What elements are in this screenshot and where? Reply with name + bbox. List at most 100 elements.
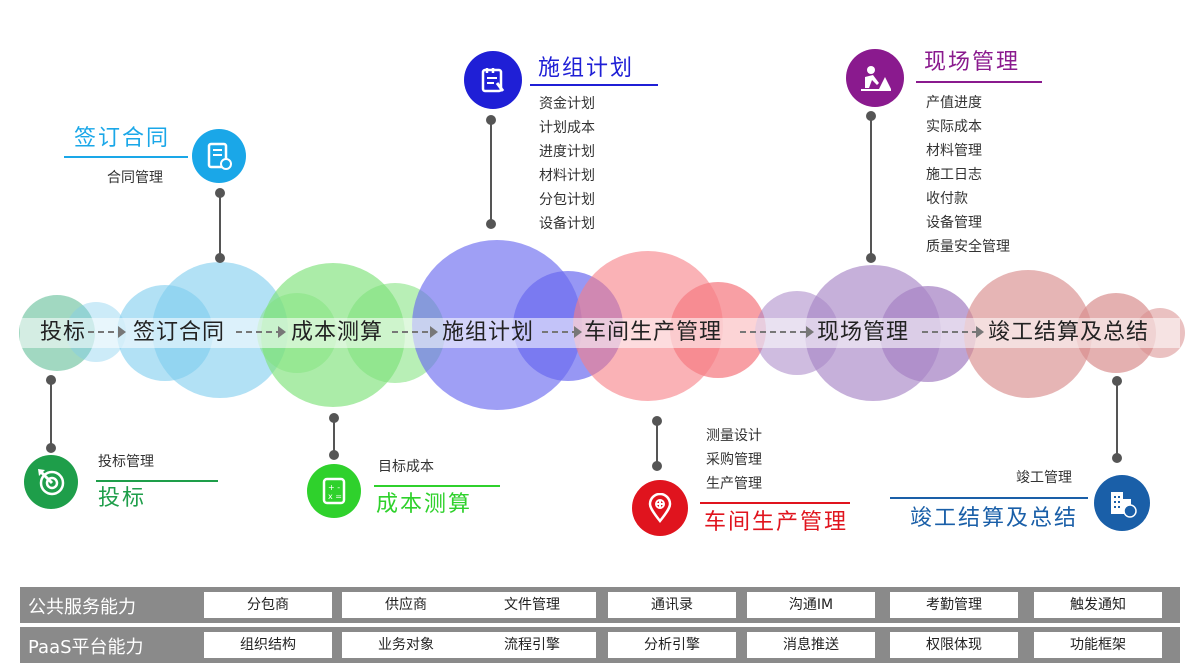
cost-title: 成本测算: [376, 492, 473, 517]
timeline-label-bid: 投标: [40, 320, 87, 345]
public-service-title: 公共服务能力: [28, 597, 136, 618]
workshop-item-list: 测量设计采购管理生产管理: [706, 424, 762, 496]
service-item-box: 分析引擎: [608, 632, 736, 658]
service-item-box: 通讯录: [608, 592, 736, 618]
connector-dot: [215, 253, 225, 263]
bid-icon-circle: [24, 455, 78, 509]
sub-item: 设备管理: [926, 215, 982, 231]
paas-platform-title: PaaS平台能力: [28, 637, 144, 658]
connector-dot: [486, 219, 496, 229]
timeline-label-cost: 成本测算: [291, 320, 384, 345]
arrow-3: [392, 324, 438, 340]
plan-icon: [481, 68, 505, 93]
service-item-box: 权限体现: [890, 632, 1018, 658]
public-service-row: 公共服务能力 分包商供应商文件管理通讯录沟通IM 考勤管理触发通知: [20, 587, 1180, 623]
service-item-box: 功能框架: [1034, 632, 1162, 658]
timeline-band-bg: [20, 318, 1180, 348]
connector-dot: [46, 443, 56, 453]
calculator-icon: + - x =: [322, 477, 346, 505]
arrow-2: [236, 324, 286, 340]
timeline-label-workshop: 车间生产管理: [584, 320, 723, 345]
connector-dot: [1112, 453, 1122, 463]
service-item-box: 供应商: [342, 592, 470, 618]
sub-item: 资金计划: [539, 96, 595, 112]
cost-icon-circle: + - x =: [307, 464, 361, 518]
sub-item: 产值进度: [926, 95, 982, 111]
plan-icon-circle: [464, 51, 522, 109]
sub-item: 设备计划: [539, 216, 595, 232]
plan-underline: [530, 84, 658, 86]
connector-dot: [329, 413, 339, 423]
sub-item: 采购管理: [706, 452, 762, 468]
bid-title: 投标: [98, 486, 147, 511]
worker-icon: [861, 66, 891, 91]
connector-dot: [486, 115, 496, 125]
connector-dot: [652, 416, 662, 426]
bid-item: 投标管理: [98, 454, 154, 470]
plan-title: 施组计划: [538, 56, 635, 81]
sub-item: 材料管理: [926, 143, 982, 159]
service-item-box: 组织结构: [204, 632, 332, 658]
completion-item: 竣工管理: [1016, 470, 1072, 486]
building-icon: [1111, 492, 1137, 518]
sub-item: 实际成本: [926, 119, 982, 135]
connector-dot: [46, 375, 56, 385]
service-item-box: 沟通IM: [747, 592, 875, 618]
svg-text:+ -: + -: [328, 483, 340, 492]
timeline-label-contract: 签订合同: [133, 320, 226, 345]
arrow-1: [88, 324, 126, 340]
service-item-box: 分包商: [204, 592, 332, 618]
location-icon: [648, 493, 672, 523]
target-icon: [38, 469, 65, 496]
contract-item: 合同管理: [107, 170, 163, 186]
sub-item: 收付款: [926, 191, 968, 207]
bid-underline: [96, 480, 218, 482]
workshop-underline: [700, 502, 850, 504]
connector-dot: [866, 111, 876, 121]
service-item-box: 业务对象: [342, 632, 470, 658]
cost-underline: [374, 485, 500, 487]
sub-item: 计划成本: [539, 120, 595, 136]
workshop-title: 车间生产管理: [704, 510, 849, 535]
service-item-box: 文件管理: [468, 592, 596, 618]
arrow-4: [542, 324, 582, 340]
arrow-5: [740, 324, 814, 340]
arrow-6: [922, 324, 984, 340]
contract-icon-circle: [192, 129, 246, 183]
paas-platform-row: PaaS平台能力 组织结构业务对象流程引擎分析引擎消息推送权限体现功能框架: [20, 627, 1180, 663]
completion-icon-circle: [1094, 475, 1150, 531]
sub-item: 进度计划: [539, 144, 595, 160]
service-item-box: 流程引擎: [468, 632, 596, 658]
connector-dot: [652, 461, 662, 471]
sub-item: 测量设计: [706, 428, 762, 444]
sub-item: 质量安全管理: [926, 239, 1010, 255]
connector-dot: [329, 450, 339, 460]
contract-underline: [64, 156, 188, 158]
service-item-box: 触发通知: [1034, 592, 1162, 618]
connector-dot: [866, 253, 876, 263]
sub-item: 分包计划: [539, 192, 595, 208]
contract-icon: [207, 142, 232, 170]
site-icon-circle: [846, 49, 904, 107]
sub-item: 施工日志: [926, 167, 982, 183]
timeline-label-site: 现场管理: [817, 320, 910, 345]
cost-item: 目标成本: [378, 459, 434, 475]
completion-title: 竣工结算及总结: [910, 506, 1079, 531]
sub-item: 生产管理: [706, 476, 762, 492]
connector-dot: [215, 188, 225, 198]
site-item-list: 产值进度实际成本材料管理施工日志收付款设备管理质量安全管理: [926, 91, 1010, 259]
service-item-box: 考勤管理: [890, 592, 1018, 618]
sub-item: 材料计划: [539, 168, 595, 184]
site-title: 现场管理: [924, 50, 1021, 75]
site-underline: [916, 81, 1042, 83]
contract-title: 签订合同: [74, 126, 171, 151]
workshop-icon-circle: [632, 480, 688, 536]
svg-text:x =: x =: [328, 492, 342, 501]
completion-underline: [890, 497, 1088, 499]
connector-dot: [1112, 376, 1122, 386]
timeline-label-plan: 施组计划: [442, 320, 535, 345]
service-item-box: 消息推送: [747, 632, 875, 658]
plan-item-list: 资金计划计划成本进度计划材料计划分包计划设备计划: [539, 92, 595, 236]
timeline-label-completion: 竣工结算及总结: [988, 320, 1150, 345]
